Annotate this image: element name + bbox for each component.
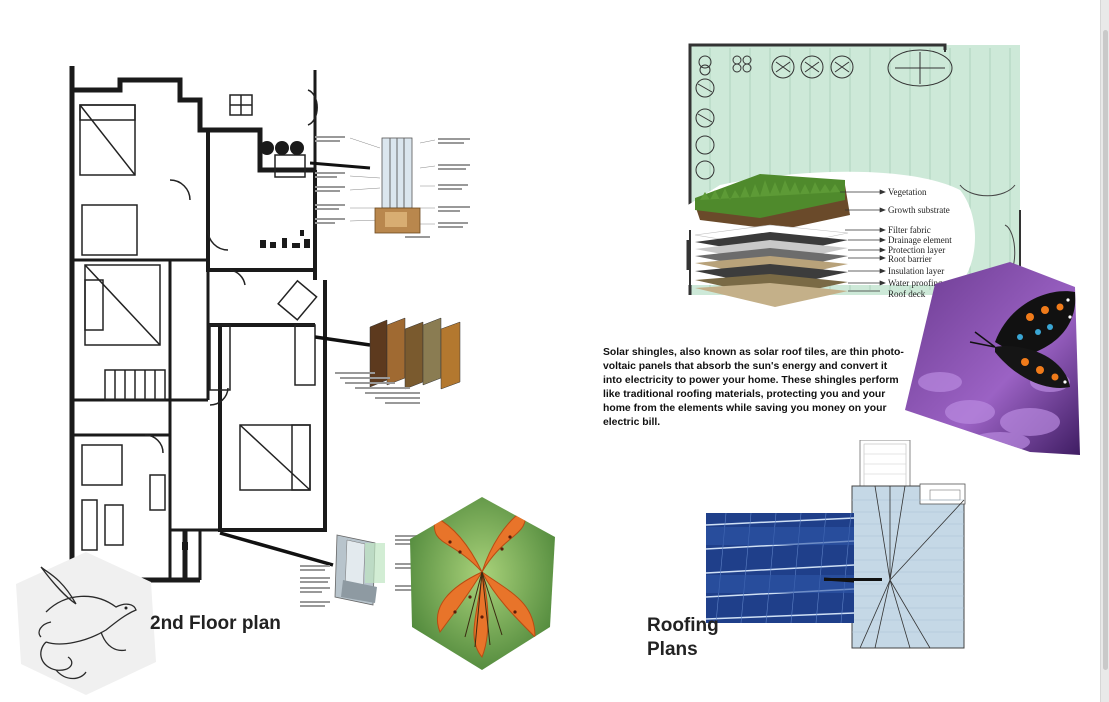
layer-label: Drainage element: [888, 235, 952, 245]
callout-line-wall: [315, 335, 371, 347]
vertical-scrollbar[interactable]: [1100, 0, 1109, 702]
dove-illustration: [16, 552, 156, 695]
wall-panel-detail: [315, 317, 461, 404]
roofing-plans-label-line1: Roofing: [647, 615, 719, 636]
roof-plan-drawing: [851, 440, 966, 649]
layer-label: Root barrier: [888, 254, 932, 264]
solar-panel-image: [706, 513, 854, 623]
floor-plan-drawing: [69, 66, 327, 583]
roofing-plans-label-line2: Plans: [647, 639, 698, 660]
callout-line-frame: [219, 531, 334, 567]
layer-label: Vegetation: [888, 187, 927, 197]
layer-label: Water proofing mem: [888, 278, 963, 288]
layer-label: Filter fabric: [888, 225, 931, 235]
solar-shingles-description: Solar shingles, also known as solar roof…: [603, 347, 904, 428]
window-frame-section: [219, 531, 423, 607]
layer-label: Protection layer: [888, 245, 945, 255]
layer-label: Insulation layer: [888, 266, 944, 276]
scrollbar-thumb[interactable]: [1103, 30, 1108, 670]
green-roof-layers-diagram: Vegetation Growth substrate Filter fabri…: [694, 174, 963, 307]
window-section-detail: [310, 136, 470, 238]
roofing-plans-label: Roofing Plans: [647, 614, 719, 662]
solar-callout-connector: [824, 578, 882, 581]
callout-line-window: [310, 161, 371, 170]
layer-label: Growth substrate: [888, 205, 950, 215]
butterfly-image: [905, 262, 1080, 455]
layer-label: Roof deck: [888, 289, 926, 299]
lily-flower-image: [410, 497, 555, 670]
floor-plan-label: 2nd Floor plan: [150, 613, 281, 634]
